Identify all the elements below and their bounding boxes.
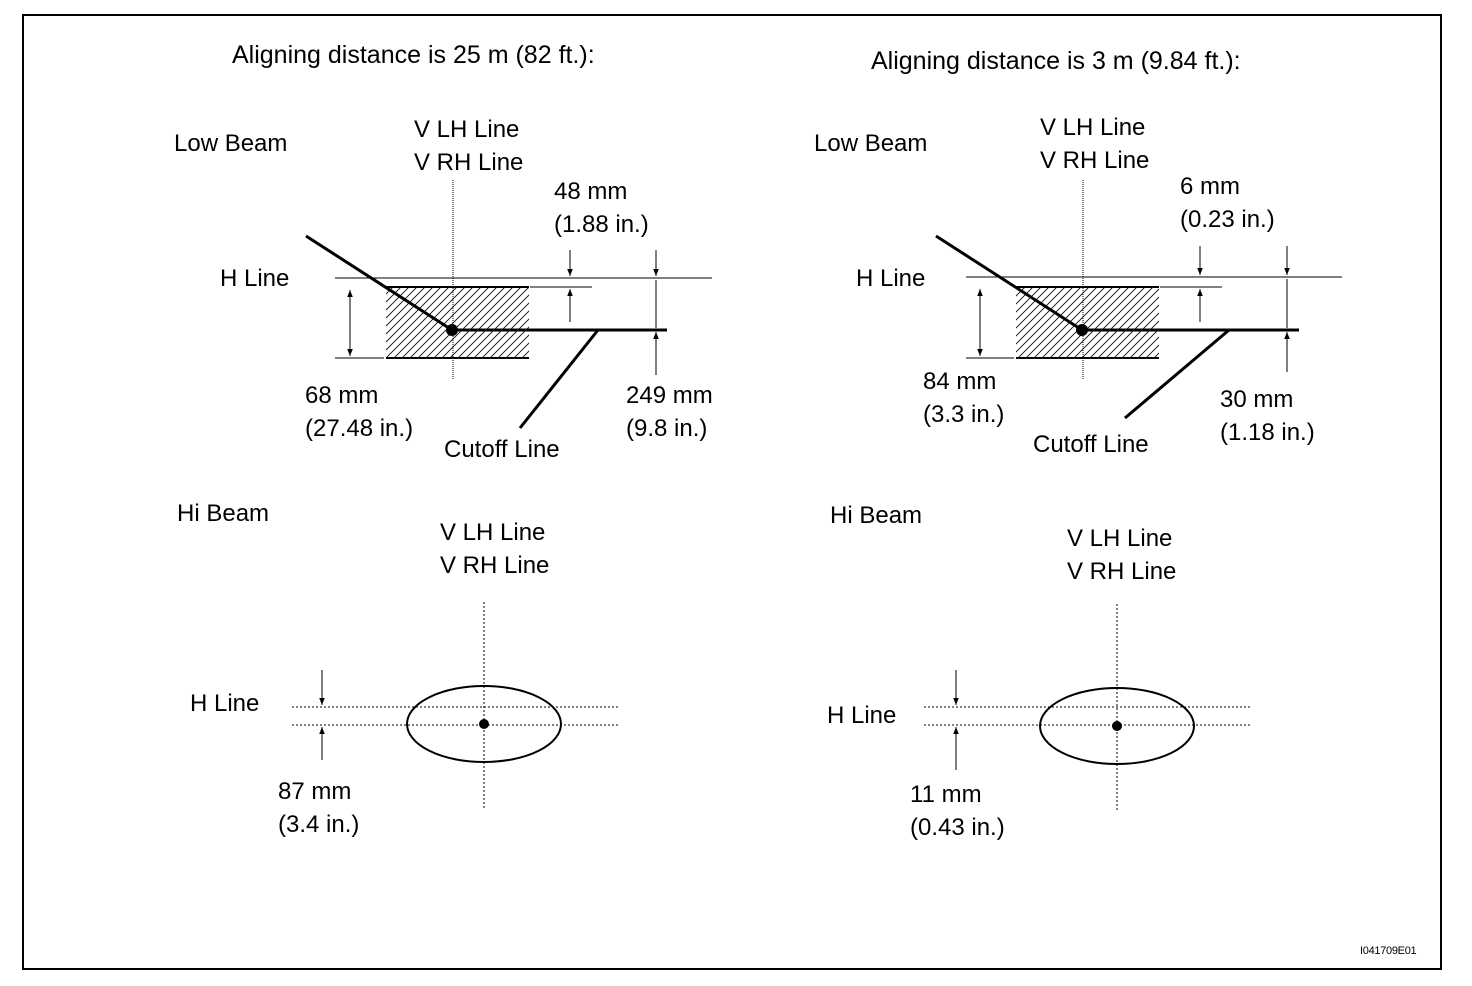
right-low-left-dim-in: (3.3 in.) (923, 401, 1005, 428)
right-hi-v-lh-label: V LH Line (1067, 525, 1173, 552)
left-hi-beam-title: Hi Beam (177, 500, 270, 527)
left-low-top-dim-in: (1.88 in.) (554, 211, 649, 238)
left-heading: Aligning distance is 25 m (82 ft.): (232, 41, 595, 69)
left-hi-beam-ellipse (406, 685, 562, 763)
left-hi-v-lh-label: V LH Line (440, 519, 546, 546)
right-low-hatch-area (1016, 287, 1159, 358)
right-low-h-line-label: H Line (856, 265, 926, 292)
right-low-v-rh-label: V RH Line (1040, 147, 1150, 174)
right-heading: Aligning distance is 3 m (9.84 ft.): (871, 47, 1241, 75)
left-low-left-dim-mm: 68 mm (305, 382, 379, 409)
left-low-beam-title: Low Beam (174, 130, 288, 157)
left-low-v-lh-label: V LH Line (414, 116, 520, 143)
right-low-v-lh-label: V LH Line (1040, 114, 1146, 141)
left-hi-dim-mm: 87 mm (278, 778, 352, 805)
left-low-left-dim-in: (27.48 in.) (305, 415, 414, 442)
left-low-top-dim-mm: 48 mm (554, 178, 628, 205)
left-hi-h-line-label: H Line (190, 690, 260, 717)
right-low-top-dim-in: (0.23 in.) (1180, 206, 1275, 233)
figure-code: I041709E01 (1360, 945, 1417, 957)
right-hi-beam-title: Hi Beam (830, 502, 923, 529)
left-low-cutoff-label: Cutoff Line (444, 436, 560, 463)
right-low-left-dim-mm: 84 mm (923, 368, 997, 395)
right-low-right-dim-mm: 30 mm (1220, 386, 1294, 413)
left-low-h-line-label: H Line (220, 265, 290, 292)
left-hi-v-rh-label: V RH Line (440, 552, 550, 579)
right-hi-beam-drawing (924, 604, 1250, 810)
right-low-beam-drawing (935, 180, 1342, 420)
right-low-beam-title: Low Beam (814, 130, 928, 157)
left-low-beam-drawing (305, 180, 712, 429)
left-low-right-dim-in: (9.8 in.) (626, 415, 708, 442)
left-low-right-dim-mm: 249 mm (626, 382, 713, 409)
left-hi-dim-in: (3.4 in.) (278, 811, 360, 838)
left-low-v-rh-label: V RH Line (414, 149, 524, 176)
right-hi-h-line-label: H Line (827, 702, 897, 729)
right-hi-dim-mm: 11 mm (910, 781, 982, 808)
right-hi-beam-ellipse (1039, 687, 1195, 765)
right-hi-v-rh-label: V RH Line (1067, 558, 1177, 585)
right-low-top-dim-mm: 6 mm (1180, 173, 1240, 200)
right-low-right-dim-in: (1.18 in.) (1220, 419, 1315, 446)
right-hi-dim-in: (0.43 in.) (910, 814, 1005, 841)
figure-frame (22, 14, 1442, 970)
left-low-hatch-area (386, 287, 529, 358)
right-low-cutoff-label: Cutoff Line (1033, 431, 1149, 458)
left-hi-beam-drawing (292, 602, 618, 810)
